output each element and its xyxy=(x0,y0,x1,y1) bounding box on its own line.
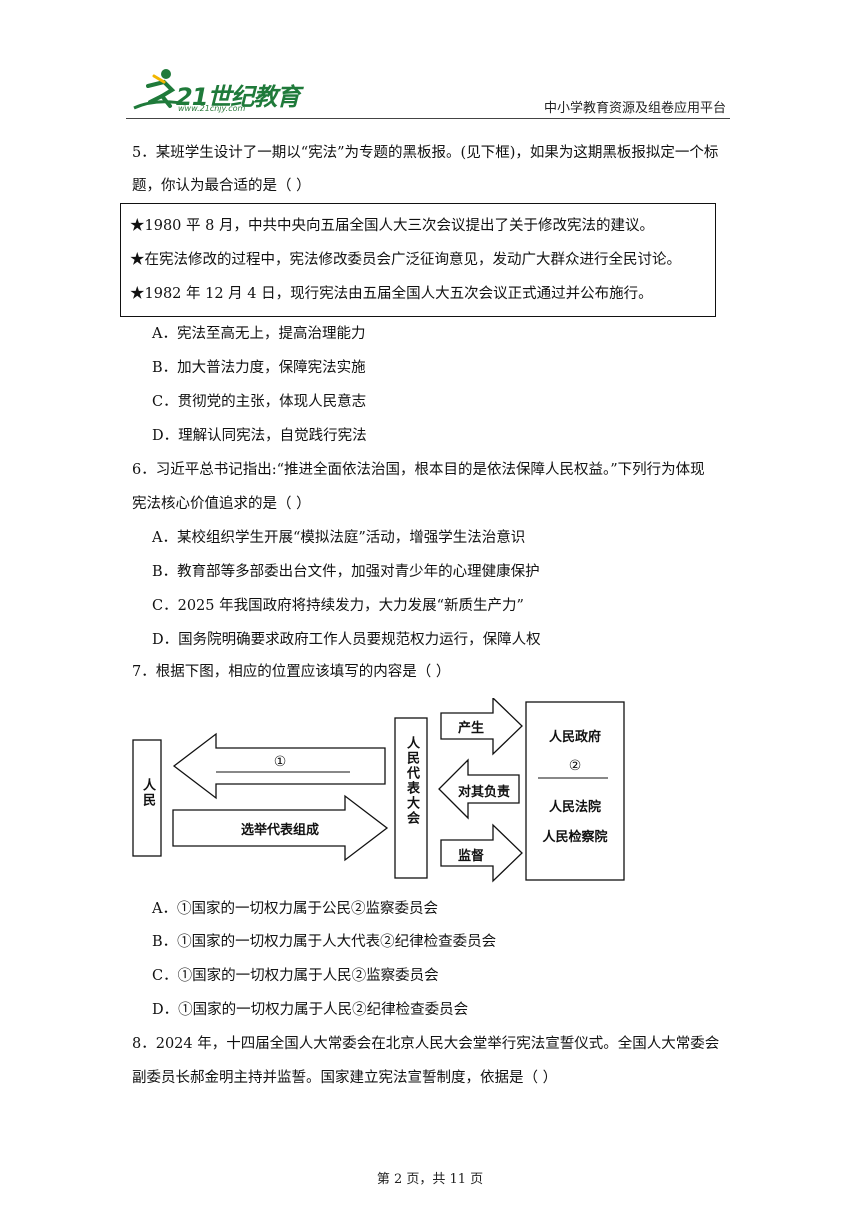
responsible-arrow xyxy=(438,758,520,820)
q5-option-d[interactable]: D．理解认同宪法，自觉践行宪法 xyxy=(152,428,367,444)
court-label: 人民法院 xyxy=(548,800,601,815)
q5-box-item: ★1980 平 8 月，中共中央向五届全国人大三次会议提出了关于修改宪法的建议。 xyxy=(130,218,654,234)
platform-name: 中小学教育资源及组卷应用平台 xyxy=(543,101,726,116)
q7-option-b[interactable]: B．①国家的一切权力属于人大代表②纪律检查委员会 xyxy=(152,934,497,950)
blank-2-label: ② xyxy=(568,758,582,774)
q7-option-a[interactable]: A．①国家的一切权力属于公民②监察委员会 xyxy=(152,901,438,917)
blank-1-label: ① xyxy=(273,754,287,770)
q5-stem-line1: 5．某班学生设计了一期以“宪法”为专题的黑板报。(见下框)，如果为这期黑板报拟定… xyxy=(132,145,719,161)
q6-stem-line1: 6．习近平总书记指出:“推进全面依法治国，根本目的是依法保障人民权益。”下列行为… xyxy=(132,462,705,478)
q7-option-d[interactable]: D．①国家的一切权力属于人民②纪律检查委员会 xyxy=(152,1002,469,1018)
logo-subtext: www.21cnjy.com xyxy=(178,104,246,113)
supervise-label: 监督 xyxy=(457,849,484,864)
state-organs-box xyxy=(525,701,625,881)
q5-option-a[interactable]: A．宪法至高无上，提高治理能力 xyxy=(152,326,366,342)
logo-runner-icon xyxy=(133,69,187,110)
q7-diagram: 人民 ① 选举代表组成 人民代表大会 产生 对其负责 监督 人民政府 ② 人民法… xyxy=(130,698,630,888)
people-box xyxy=(132,739,162,857)
q5-option-c[interactable]: C．贯彻党的主张，体现人民意志 xyxy=(152,394,367,410)
q8-stem-line2: 副委员长郝金明主持并监誓。国家建立宪法宣誓制度，依据是（ ） xyxy=(132,1070,558,1086)
q5-box-item: ★1982 年 12 月 4 日，现行宪法由五届全国人大五次会议正式通过并公布施… xyxy=(130,286,653,302)
q6-stem-line2: 宪法核心价值追求的是（ ） xyxy=(132,496,311,512)
q6-option-a[interactable]: A．某校组织学生开展“模拟法庭”活动，增强学生法治意识 xyxy=(152,530,526,546)
q6-option-b[interactable]: B．教育部等多部委出台文件，加强对青少年的心理健康保护 xyxy=(152,564,540,580)
page-number: 第 2 页，共 11 页 xyxy=(376,1172,484,1187)
q7-option-c[interactable]: C．①国家的一切权力属于人民②监察委员会 xyxy=(152,968,439,984)
left-arrow xyxy=(172,732,386,800)
q5-option-b[interactable]: B．加大普法力度，保障宪法实施 xyxy=(152,360,366,376)
q8-stem-line1: 8．2024 年，十四届全国人大常委会在北京人民大会堂举行宪法宣誓仪式。全国人大… xyxy=(132,1036,720,1052)
logo-text: 21世纪教育 xyxy=(176,83,300,111)
people-label: 人民 xyxy=(140,778,155,808)
congress-label: 人民代表大会 xyxy=(404,736,419,826)
produce-label: 产生 xyxy=(457,721,484,736)
q6-option-c[interactable]: C．2025 年我国政府将持续发力，大力发展“新质生产力” xyxy=(152,598,524,614)
elect-label: 选举代表组成 xyxy=(240,823,319,838)
produce-arrow xyxy=(440,698,523,756)
q5-info-box xyxy=(120,203,716,317)
responsible-label: 对其负责 xyxy=(457,785,510,800)
right-arrow xyxy=(172,794,389,862)
q5-stem-line2: 题，你认为最合适的是（ ） xyxy=(132,178,311,194)
procuratorate-label: 人民检察院 xyxy=(542,830,608,845)
page-header: 21世纪教育 www.21cnjy.com 中小学教育资源及组卷应用平台 xyxy=(0,0,860,120)
q6-option-d[interactable]: D．国务院明确要求政府工作人员要规范权力运行，保障人权 xyxy=(152,632,541,648)
q7-stem: 7．根据下图，相应的位置应该填写的内容是（ ） xyxy=(132,664,451,680)
gov-label: 人民政府 xyxy=(548,730,601,745)
congress-box xyxy=(394,717,428,879)
header-divider xyxy=(126,118,730,119)
supervise-arrow xyxy=(440,823,523,883)
q5-box-item: ★在宪法修改的过程中，宪法修改委员会广泛征询意见，发动广大群众进行全民讨论。 xyxy=(130,252,681,268)
